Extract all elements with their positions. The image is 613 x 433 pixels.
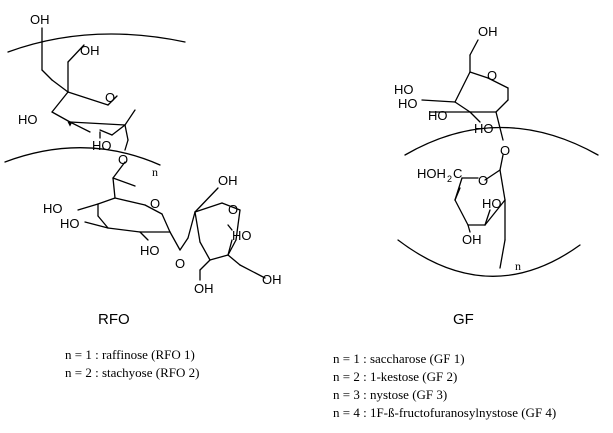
rfo-repeat-arc-bottom	[4, 147, 161, 166]
gf-legend-item: n = 4 : 1F-ß-fructofuranosylnystose (GF …	[333, 405, 557, 420]
gf-ring-o2: O	[478, 173, 488, 188]
gf-legend: n = 1 : saccharose (GF 1) n = 2 : 1-kest…	[333, 350, 556, 422]
gf-hoh2c-group: HOH 2 C	[417, 166, 462, 184]
rfo-galactose-ring	[41, 27, 136, 151]
gf-sub-2: 2	[447, 174, 452, 184]
gf-ho-2: HO	[398, 96, 418, 111]
rfo-legend-item: n = 2 : stachyose (RFO 2)	[65, 365, 200, 380]
rfo-o-glycosidic: O	[175, 256, 185, 271]
rfo-ring-o3: O	[228, 202, 238, 217]
gf-ho-4: HO	[474, 121, 494, 136]
rfo-ho-gal-2: HO	[92, 138, 112, 153]
gf-oh-top: OH	[478, 24, 498, 39]
rfo-ho-glc-2: HO	[60, 216, 80, 231]
gf-ho-fru: HO	[482, 196, 502, 211]
rfo-ho-gal: HO	[18, 112, 38, 127]
rfo-legend-item: n = 1 : raffinose (RFO 1)	[65, 347, 195, 362]
rfo-fructose-ring	[179, 187, 266, 281]
rfo-structure: OH OH O HO HO O n HO HO O HO O OH O HO O…	[4, 12, 282, 328]
gf-fructose-ring	[454, 154, 506, 269]
gf-o-link: O	[500, 143, 510, 158]
rfo-oh-fru-bottom: OH	[194, 281, 214, 296]
gf-ho-1: HO	[394, 82, 414, 97]
gf-legend-item: n = 1 : saccharose (GF 1)	[333, 351, 465, 366]
rfo-oh-fru-ch2: OH	[218, 173, 238, 188]
rfo-repeat-index: n	[152, 165, 158, 179]
rfo-legend: n = 1 : raffinose (RFO 1) n = 2 : stachy…	[65, 346, 199, 382]
gf-legend-item: n = 2 : 1-kestose (GF 2)	[333, 369, 458, 384]
rfo-oh-fru-right: OH	[262, 272, 282, 287]
gf-glucose-ring	[421, 39, 509, 141]
rfo-ho-glc-3: HO	[140, 243, 160, 258]
rfo-glucose-ring	[77, 177, 181, 251]
gf-oh-fru: OH	[462, 232, 482, 247]
gf-label: GF	[453, 311, 474, 328]
gf-repeat-index: n	[515, 259, 521, 273]
gf-repeat-arc-top	[404, 126, 599, 156]
rfo-repeat-arc-top	[7, 33, 186, 53]
rfo-ho-glc-1: HO	[43, 201, 63, 216]
rfo-label: RFO	[98, 311, 130, 328]
gf-ho-3: HO	[428, 108, 448, 123]
rfo-oh-ch2: OH	[80, 43, 100, 58]
gf-c-label: C	[453, 166, 462, 181]
gf-ring-o1: O	[487, 68, 497, 83]
rfo-ring-o1: O	[105, 90, 115, 105]
gf-repeat-arc-bottom	[397, 239, 581, 277]
rfo-ring-o2: O	[150, 196, 160, 211]
rfo-o-link: O	[118, 152, 128, 167]
gf-structure: OH O HO HO HO HO O HOH 2 C O HO OH n GF	[394, 24, 599, 328]
rfo-ho-fru: HO	[232, 228, 252, 243]
gf-hoh-label: HOH	[417, 166, 446, 181]
gf-legend-item: n = 3 : nystose (GF 3)	[333, 387, 448, 402]
rfo-oh-top: OH	[30, 12, 50, 27]
